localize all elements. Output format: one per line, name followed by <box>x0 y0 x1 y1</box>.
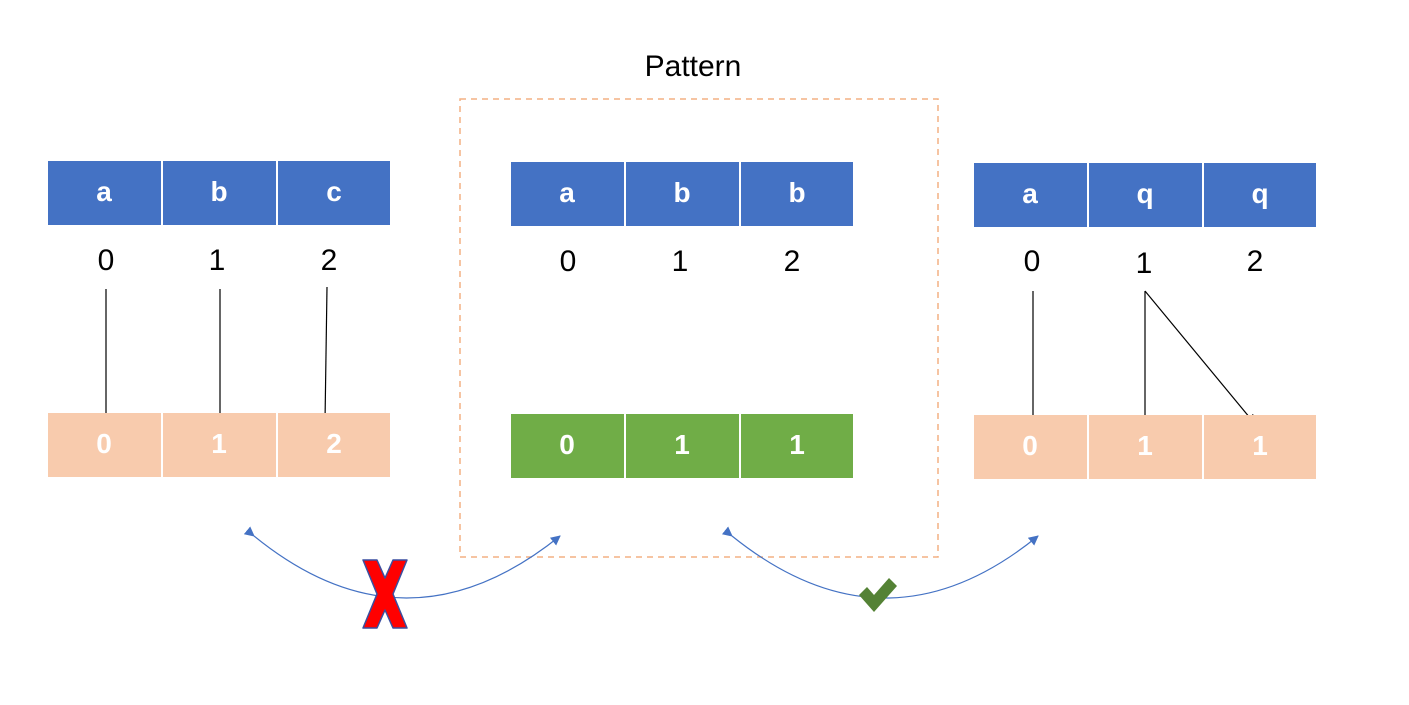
pattern-letter: b <box>788 177 805 208</box>
pattern-title: Pattern <box>645 50 742 83</box>
pattern-value: 0 <box>559 429 575 460</box>
pattern-letter: b <box>673 177 690 208</box>
right-value-row: 0 1 1 <box>974 415 1316 479</box>
left-letter: a <box>96 176 112 207</box>
right-mapping-arrow <box>1144 290 1256 425</box>
right-index: 2 <box>1247 245 1264 278</box>
check-icon <box>859 578 897 612</box>
left-comparison-arc <box>243 526 561 599</box>
right-header-cell <box>974 163 1087 227</box>
right-header-row: a q q <box>974 163 1316 227</box>
left-header-cell <box>163 161 276 225</box>
left-value-cell <box>48 413 161 477</box>
left-value: 1 <box>211 428 227 459</box>
pattern-value-cell <box>741 414 853 478</box>
left-index: 0 <box>98 244 115 277</box>
right-letter: q <box>1251 178 1268 209</box>
pattern-index: 1 <box>672 245 689 278</box>
left-header-cell <box>278 161 390 225</box>
right-value-cell <box>1204 415 1316 479</box>
left-value-cell <box>278 413 390 477</box>
pattern-index: 2 <box>784 245 801 278</box>
right-value: 1 <box>1252 430 1268 461</box>
left-value-cell <box>163 413 276 477</box>
pattern-header-cell <box>741 162 853 226</box>
left-letter: b <box>210 176 227 207</box>
right-header-cell <box>1204 163 1316 227</box>
cross-icon <box>362 559 408 629</box>
right-letter: q <box>1136 178 1153 209</box>
left-header-row: a b c <box>48 161 390 225</box>
pattern-header-cell <box>626 162 739 226</box>
right-value-cell <box>1089 415 1202 479</box>
pattern-value-cell <box>511 414 624 478</box>
pattern-frame <box>459 98 939 558</box>
pattern-letter: a <box>559 177 575 208</box>
left-group: a b c 0 1 2 0 1 2 <box>48 161 390 477</box>
left-letter: c <box>326 176 342 207</box>
left-mapping-arrow <box>320 286 331 423</box>
left-index: 2 <box>321 244 338 277</box>
pattern-header-cell <box>511 162 624 226</box>
right-letter: a <box>1022 178 1038 209</box>
pattern-value-row: 0 1 1 <box>511 414 853 478</box>
right-index: 0 <box>1024 245 1041 278</box>
right-value: 1 <box>1137 430 1153 461</box>
right-index: 1 <box>1136 247 1153 280</box>
right-header-cell <box>1089 163 1202 227</box>
left-value: 0 <box>96 428 112 459</box>
left-header-cell <box>48 161 161 225</box>
left-index: 1 <box>209 244 226 277</box>
pattern-value: 1 <box>674 429 690 460</box>
pattern-value-cell <box>626 414 739 478</box>
left-value: 2 <box>326 428 342 459</box>
pattern-group: a b b 0 1 2 0 1 1 <box>511 162 853 478</box>
right-value-cell <box>974 415 1087 479</box>
pattern-header-row: a b b <box>511 162 853 226</box>
left-value-row: 0 1 2 <box>48 413 390 477</box>
pattern-value: 1 <box>789 429 805 460</box>
right-value: 0 <box>1022 430 1038 461</box>
pattern-index: 0 <box>560 245 577 278</box>
right-group: a q q 0 1 2 0 1 1 <box>974 163 1316 479</box>
